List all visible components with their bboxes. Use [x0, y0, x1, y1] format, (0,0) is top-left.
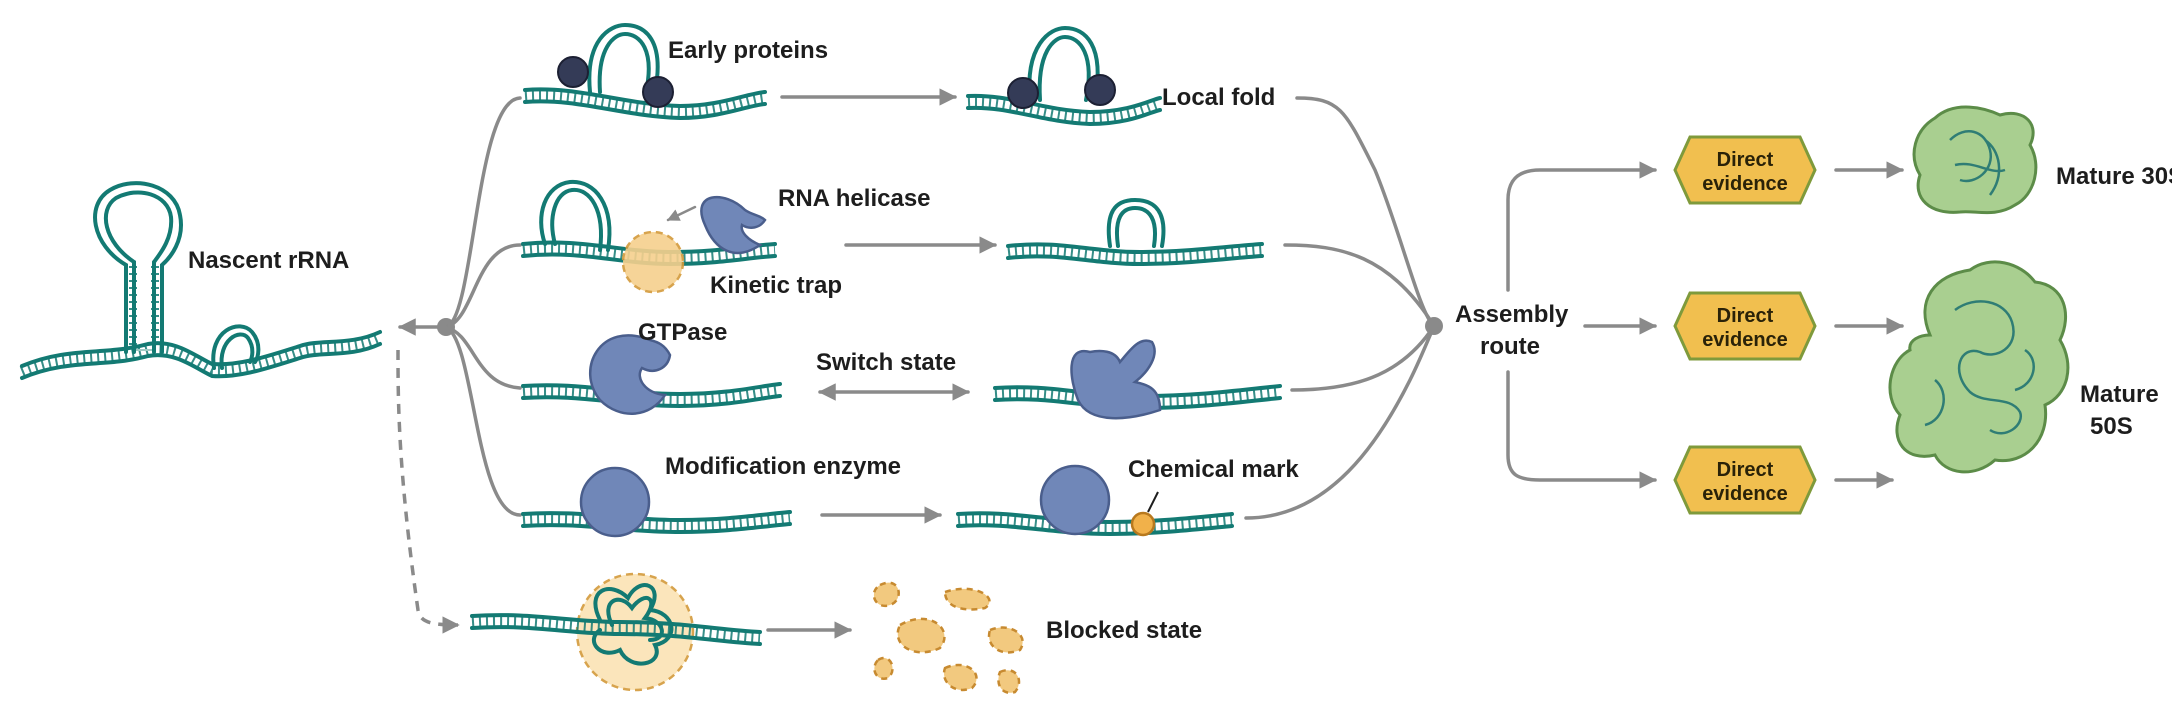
mature-30s-label: Mature 30S: [2056, 163, 2172, 190]
mature-50s-label-line2: 50S: [2090, 413, 2133, 440]
convergence-connectors: [1244, 96, 1443, 520]
chemical-mark-dot: [1130, 511, 1156, 537]
row-gtpase: GTPase Switch state: [521, 319, 1282, 420]
early-protein-2: [642, 76, 674, 108]
nascent-rrna: [19, 181, 383, 380]
evidence-2-line2: evidence: [1702, 329, 1788, 351]
evidence-1-line1: Direct: [1717, 149, 1774, 171]
branch-connectors: [396, 96, 522, 634]
evidence-box-1: Direct evidence: [1673, 135, 1817, 205]
row-helicase: RNA helicase Kinetic trap: [521, 179, 1264, 299]
gtpase-switched-protein: [1070, 339, 1162, 420]
nascent-rrna-label: Nascent rRNA: [188, 247, 349, 274]
mature-50s-subunit: [1888, 260, 2070, 474]
branch-to-early-proteins: [444, 96, 522, 329]
row-modification: Modification enzyme Chemical mark: [521, 453, 1299, 538]
rna-helicase-label: RNA helicase: [778, 185, 931, 212]
route-connectors: [1506, 161, 1904, 489]
evidence-3-line1: Direct: [1717, 459, 1774, 481]
assembly-route-label-line1: Assembly: [1455, 301, 1569, 328]
switch-state-label: Switch state: [816, 349, 956, 376]
row-early-proteins: Early proteins Local fold: [523, 22, 1275, 127]
gtpase-label: GTPase: [638, 319, 727, 346]
convergence-node: [1425, 317, 1443, 335]
evidence-box-3: Direct evidence: [1673, 445, 1817, 515]
evidence-2-line1: Direct: [1717, 305, 1774, 327]
chemical-mark-label: Chemical mark: [1128, 456, 1299, 483]
blocked-state-label: Blocked state: [1046, 617, 1202, 644]
branch-to-helicase: [444, 243, 522, 329]
evidence-3-line2: evidence: [1702, 483, 1788, 505]
blocked-fragments: [872, 581, 1024, 695]
assembly-route-label-line2: route: [1480, 333, 1540, 360]
dashed-route-to-blocked: [396, 349, 460, 634]
branch-to-gtpase: [444, 325, 522, 390]
local-fold-label: Local fold: [1162, 84, 1275, 111]
row-blocked: Blocked state: [470, 572, 1202, 695]
rna-helicase-protein: [700, 195, 767, 255]
kinetic-trap-label: Kinetic trap: [710, 272, 842, 299]
evidence-1-line2: evidence: [1702, 173, 1788, 195]
mature-30s-subunit: [1912, 105, 2038, 215]
mature-50s-label-line1: Mature: [2080, 381, 2159, 408]
branch-to-modification: [444, 325, 522, 517]
early-protein-bound-2: [1084, 74, 1116, 106]
modification-enzyme-protein: [579, 466, 651, 538]
kinetic-trap-mark: [621, 230, 685, 294]
modification-enzyme-bound: [1039, 464, 1111, 536]
early-protein-1: [557, 56, 589, 88]
modification-enzyme-label: Modification enzyme: [665, 453, 901, 480]
evidence-box-2: Direct evidence: [1673, 291, 1817, 361]
early-protein-bound-1: [1007, 77, 1039, 109]
early-proteins-label: Early proteins: [668, 37, 828, 64]
gtpase-protein: [589, 334, 672, 415]
